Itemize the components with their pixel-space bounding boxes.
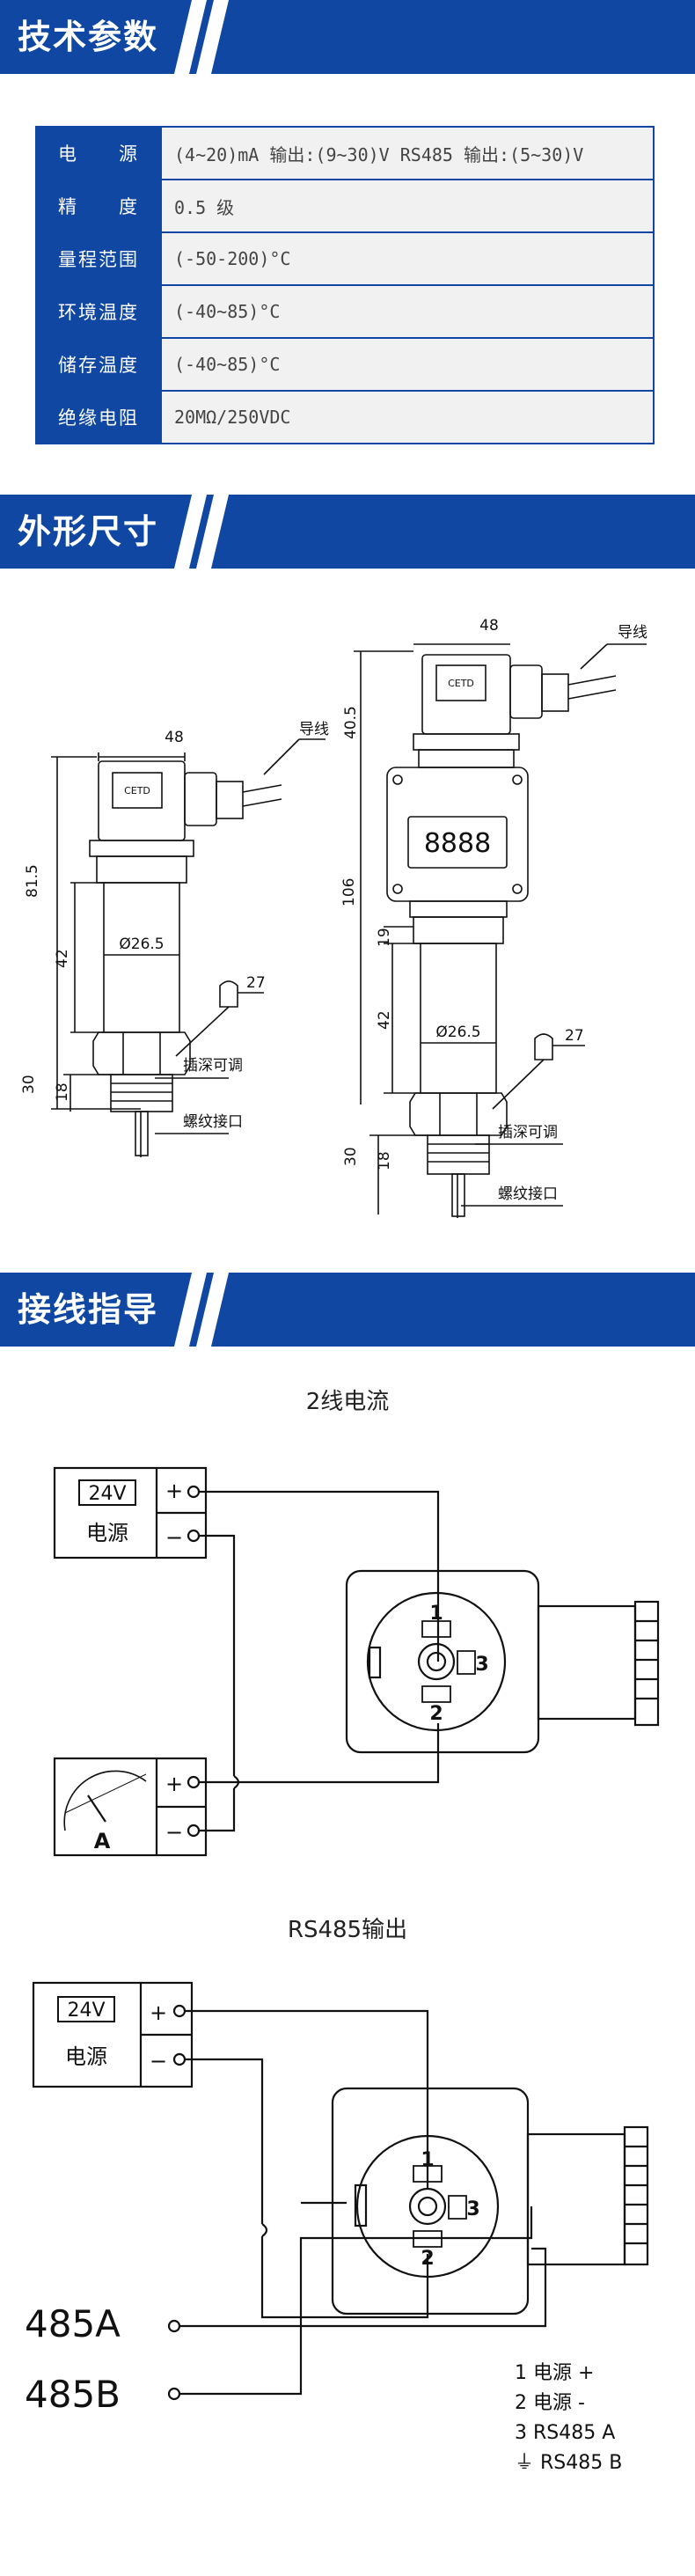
wiring-diagram-2wire: 24V 电源 + − A + − 1 2 3: [53, 1466, 660, 1857]
dim-nut-label: 30: [342, 1147, 360, 1166]
dim-nut-label: 30: [20, 1075, 38, 1094]
wrench-size-label: 27: [565, 1027, 584, 1045]
dim-total-label: 106: [340, 878, 358, 906]
spec-key: 量程范围: [35, 231, 162, 286]
rs485-b-label: 485B: [25, 2373, 121, 2416]
spec-key: 环境温度: [35, 284, 162, 339]
banner-stripes: [174, 0, 229, 74]
pin-1-label: 1: [421, 2149, 434, 2171]
dim-thread-label: 18: [54, 1083, 71, 1102]
pin-3-label: 3: [466, 2198, 479, 2220]
spec-key: 电 源: [35, 126, 162, 180]
dim-width-label: 48: [479, 617, 499, 635]
dim-width-label: 48: [165, 729, 184, 746]
legend-item-4: ⏚ RS485 B: [515, 2452, 622, 2474]
sensor-drawing-left: 48 81.5 CETD 导线 42 Ø26.5 30 18 27: [20, 721, 329, 1157]
pin-3-label: 3: [475, 1654, 488, 1676]
section-banner-specs: 技术参数: [0, 0, 695, 74]
terminal-plus-label: +: [165, 1479, 183, 1503]
dimension-drawings: 48 81.5 CETD 导线 42 Ø26.5 30 18 27: [20, 617, 647, 1218]
section-banner-wiring: 接线指导: [0, 1273, 695, 1347]
digital-display-readout: 8888: [424, 828, 491, 859]
wiring-485-title: RS485输出: [287, 1917, 408, 1943]
meter-minus-label: −: [165, 1820, 183, 1845]
spec-value: (4~20)mA 输出:(9~30)V RS485 输出:(5~30)V: [160, 126, 655, 180]
dim-diameter-label: Ø26.5: [119, 936, 164, 953]
dim-head-label: 19: [376, 928, 393, 947]
table-row: 量程范围(-50-200)°C: [35, 231, 655, 286]
banner-stripes: [174, 1273, 229, 1347]
legend-item-1: 1 电源 +: [515, 2362, 594, 2384]
spec-value: (-40~85)°C: [160, 284, 655, 339]
thread-port-label: 螺纹接口: [183, 1113, 243, 1131]
spec-value: 20MΩ/250VDC: [160, 390, 655, 444]
pin-2-label: 2: [429, 1703, 443, 1725]
table-row: 储存温度(-40~85)°C: [35, 337, 655, 392]
table-row: 电 源(4~20)mA 输出:(9~30)V RS485 输出:(5~30)V: [35, 126, 655, 180]
power-voltage-label: 24V: [67, 2000, 105, 2022]
spec-value: 0.5 级: [160, 179, 655, 233]
pin-2-label: 2: [421, 2248, 434, 2270]
wire-label: 导线: [618, 624, 647, 642]
section-title-specs: 技术参数: [18, 18, 159, 56]
legend-item-2: 2 电源 -: [515, 2392, 585, 2414]
sensor-drawing-right: 48 40.5 CETD 导线 8888 106 19 42 Ø26.5: [340, 617, 647, 1218]
power-supply-label: 电源: [65, 2044, 107, 2069]
spec-value: (-40~85)°C: [160, 337, 655, 392]
spec-key: 绝缘电阻: [35, 390, 162, 444]
wiring-diagram-485: 24V 电源 + − 1 2 3 485A 485B 1 电源 + 2 电源 -…: [25, 1981, 649, 2474]
dim-thread-label: 18: [376, 1151, 393, 1171]
banner-stripes: [174, 495, 229, 569]
wiring-2wire-title: 2线电流: [305, 1389, 390, 1415]
terminal-minus-label: −: [165, 1525, 183, 1550]
terminal-plus-label: +: [150, 2000, 167, 2025]
dim-top-label: 40.5: [342, 706, 360, 739]
wire-label: 导线: [299, 721, 329, 738]
section-banner-dimensions: 外形尺寸: [0, 495, 695, 569]
dim-total-label: 81.5: [24, 864, 41, 898]
legend-item-3: 3 RS485 A: [515, 2422, 615, 2444]
dim-diameter-label: Ø26.5: [435, 1024, 480, 1041]
pin-1-label: 1: [429, 1603, 443, 1625]
spec-table: 电 源(4~20)mA 输出:(9~30)V RS485 输出:(5~30)V …: [35, 126, 655, 444]
meter-plus-label: +: [165, 1772, 183, 1796]
thread-port-label: 螺纹接口: [498, 1185, 558, 1203]
ammeter-label: A: [94, 1829, 111, 1853]
dim-body-label: 42: [376, 1010, 393, 1030]
section-title-wiring: 接线指导: [18, 1290, 159, 1329]
terminal-minus-label: −: [150, 2049, 167, 2073]
insertion-depth-label: 插深可调: [498, 1124, 558, 1141]
dim-body-label: 42: [54, 949, 71, 968]
brand-mark: CETD: [124, 785, 150, 796]
table-row: 环境温度(-40~85)°C: [35, 284, 655, 339]
spec-value: (-50-200)°C: [160, 231, 655, 286]
power-supply-label: 电源: [86, 1521, 128, 1545]
rs485-a-label: 485A: [25, 2302, 121, 2345]
spec-key: 精 度: [35, 179, 162, 233]
section-title-dimensions: 外形尺寸: [18, 512, 159, 551]
brand-mark: CETD: [448, 678, 474, 689]
wrench-size-label: 27: [246, 974, 266, 992]
insertion-depth-label: 插深可调: [183, 1057, 243, 1075]
spec-key: 储存温度: [35, 337, 162, 392]
power-voltage-label: 24V: [88, 1483, 126, 1505]
